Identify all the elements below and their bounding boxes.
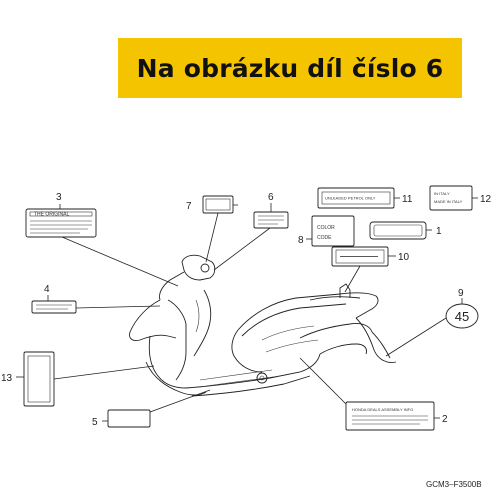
part-label-2: HONDA DEALS ASSEMBLY INFO xyxy=(345,401,435,431)
label3-text: THE ORIGINAL xyxy=(34,212,70,218)
callout-7: 7 xyxy=(186,201,192,212)
label12-text-a: IN ITALY xyxy=(434,191,450,196)
callout-1: 1 xyxy=(436,226,442,237)
badge-45-text: 45 xyxy=(455,309,469,324)
part-label-12: IN ITALY MADE IN ITALY xyxy=(429,185,473,211)
part-label-3: THE ORIGINAL xyxy=(25,208,97,238)
callout-11: 11 xyxy=(402,194,413,205)
part-label-5 xyxy=(107,409,151,428)
diagram-code: GCM3–F3500B xyxy=(426,480,482,489)
label2-text: HONDA DEALS ASSEMBLY INFO xyxy=(352,407,413,412)
part-label-1 xyxy=(369,221,427,240)
title-banner: Na obrázku díl číslo 6 xyxy=(118,38,462,98)
part-45-badge: 45 xyxy=(445,303,479,329)
callout-3: 3 xyxy=(56,192,62,203)
callout-12: 12 xyxy=(480,194,492,205)
callout-9: 9 xyxy=(458,288,464,299)
part-label-6 xyxy=(253,211,289,229)
callout-numbers: 1 2 3 4 5 6 7 8 9 10 11 12 13 xyxy=(1,192,492,428)
label12-text-b: MADE IN ITALY xyxy=(434,199,463,204)
callout-8: 8 xyxy=(298,235,304,246)
part-label-7 xyxy=(202,195,234,214)
part-label-8: COLOR CODE xyxy=(311,215,355,247)
leader-lines xyxy=(16,197,478,422)
part-label-11: UNLEADED PETROL ONLY xyxy=(317,187,395,209)
label8-text-b: CODE xyxy=(317,235,332,241)
label11-text: UNLEADED PETROL ONLY xyxy=(325,196,376,201)
part-label-4 xyxy=(31,300,77,314)
label8-text-a: COLOR xyxy=(317,225,335,231)
callout-13: 13 xyxy=(1,373,13,384)
scooter-body xyxy=(129,254,397,397)
callout-5: 5 xyxy=(92,417,98,428)
callout-6: 6 xyxy=(268,192,274,203)
part-label-13 xyxy=(23,351,55,407)
callout-2: 2 xyxy=(442,414,448,425)
callout-10: 10 xyxy=(398,252,410,263)
callout-4: 4 xyxy=(44,284,50,295)
part-label-10 xyxy=(331,246,389,267)
title-text: Na obrázku díl číslo 6 xyxy=(136,53,444,83)
